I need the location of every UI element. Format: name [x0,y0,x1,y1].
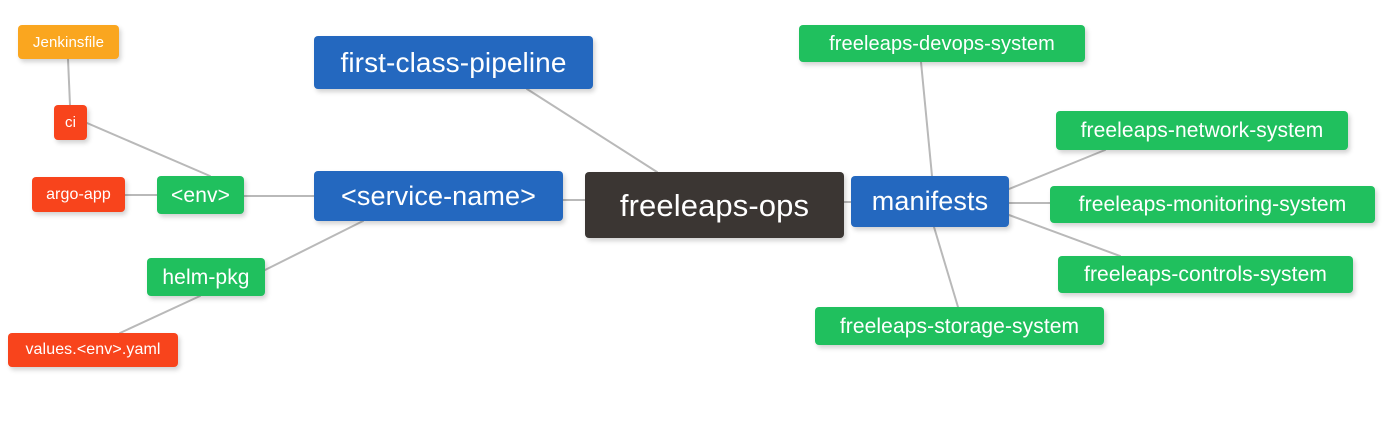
node-jenkinsfile[interactable]: Jenkinsfile [18,25,119,59]
node-first-class-pipeline[interactable]: first-class-pipeline [314,36,593,89]
node-freeleaps-controls-system[interactable]: freeleaps-controls-system [1058,256,1353,293]
edge-manifests-to-freeleaps-storage-system [933,226,959,308]
node-service-name[interactable]: <service-name> [314,171,563,221]
node-freeleaps-devops-system[interactable]: freeleaps-devops-system [799,25,1085,62]
node-freeleaps-monitoring-system[interactable]: freeleaps-monitoring-system [1050,186,1375,223]
node-ci[interactable]: ci [54,105,87,140]
edge-manifests-to-freeleaps-devops-system [920,61,933,177]
edge-jenkinsfile-to-ci [67,58,71,106]
node-values-env-yaml[interactable]: values.<env>.yaml [8,333,178,367]
edge-helm-pkg-to-service-name [264,220,364,271]
node-env[interactable]: <env> [157,176,244,214]
node-freeleaps-ops[interactable]: freeleaps-ops [585,172,844,238]
node-argo-app[interactable]: argo-app [32,177,125,212]
node-manifests[interactable]: manifests [851,176,1009,227]
edge-first-class-pipeline-to-freeleaps-ops [526,88,658,173]
edge-ci-to-env [86,122,211,177]
node-freeleaps-network-system[interactable]: freeleaps-network-system [1056,111,1348,150]
edge-manifests-to-freeleaps-network-system [1008,149,1106,190]
edge-values-env-yaml-to-helm-pkg [119,295,201,334]
node-freeleaps-storage-system[interactable]: freeleaps-storage-system [815,307,1104,345]
node-helm-pkg[interactable]: helm-pkg [147,258,265,296]
